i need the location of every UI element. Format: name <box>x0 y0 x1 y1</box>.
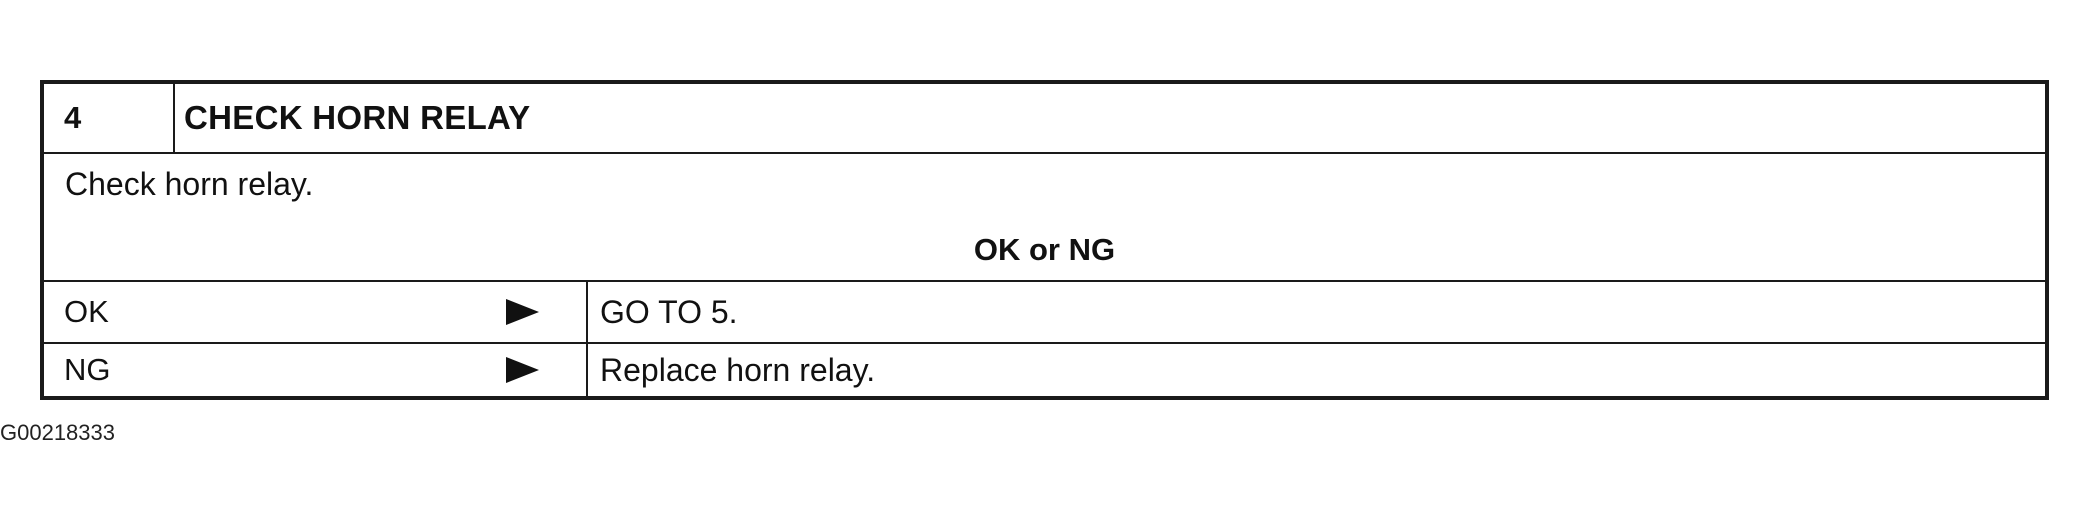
figure-id: G00218333 <box>0 420 115 445</box>
result-row-ok: OK GO TO 5. <box>44 282 2045 344</box>
result-action-ng: Replace horn relay. <box>600 351 876 388</box>
right-arrow-icon <box>506 299 539 325</box>
result-label-ok: OK <box>44 282 588 342</box>
step-header-row: 4 CHECK HORN RELAY <box>44 84 2045 154</box>
result-label-ng: NG <box>44 344 588 396</box>
step-description-row: Check horn relay. OK or NG <box>44 154 2045 282</box>
diagnostic-step-table: 4 CHECK HORN RELAY Check horn relay. OK … <box>40 80 2049 400</box>
result-row-ng: NG Replace horn relay. <box>44 344 2045 396</box>
step-number: 4 <box>44 84 175 152</box>
result-label-text: OK <box>64 294 109 329</box>
step-title: CHECK HORN RELAY <box>184 99 531 136</box>
right-arrow-icon <box>506 357 539 383</box>
step-instruction: Check horn relay. <box>65 166 314 202</box>
result-heading: OK or NG <box>973 232 1116 267</box>
result-action-ok: GO TO 5. <box>600 293 738 330</box>
result-label-text: NG <box>64 352 111 387</box>
